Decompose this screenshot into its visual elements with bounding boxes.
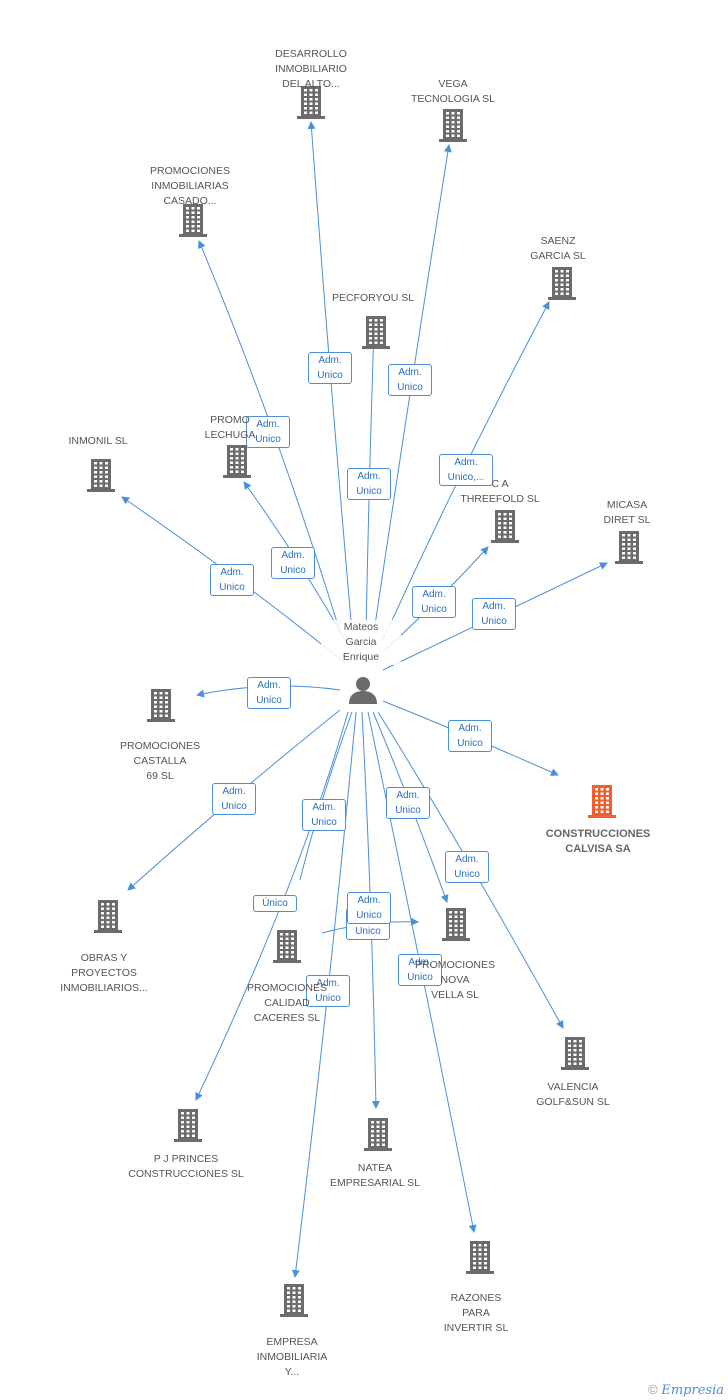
relation-badge-nova[interactable]: Adm. Unico: [386, 787, 430, 819]
building-icon: [548, 267, 576, 300]
building-icon: [87, 459, 115, 492]
company-node-vega[interactable]: [437, 107, 469, 148]
company-node-casado[interactable]: [177, 202, 209, 243]
relation-badge-calidad-nova[interactable]: Único: [253, 895, 297, 912]
building-icon: [147, 689, 175, 722]
relation-badge-calvisa[interactable]: Adm. Unico: [448, 720, 492, 752]
building-icon: [439, 109, 467, 142]
company-node-desarrollo[interactable]: [295, 84, 327, 125]
company-label-castalla[interactable]: PROMOCIONES CASTALLA 69 SL: [120, 740, 200, 782]
relation-badge-casado[interactable]: Adm. Unico: [246, 416, 290, 448]
company-label-saenz[interactable]: SAENZ GARCIA SL: [530, 235, 586, 262]
edge-princes: [195, 711, 349, 1101]
relation-badge-valencia[interactable]: Adm. Unico: [445, 851, 489, 883]
company-label-calvisa[interactable]: CONSTRUCCIONES CALVISA SA: [545, 828, 651, 855]
company-node-princes[interactable]: [172, 1107, 204, 1148]
company-label-vega[interactable]: VEGA TECNOLOGIA SL: [410, 78, 496, 105]
company-node-razones[interactable]: [464, 1239, 496, 1280]
person-icon[interactable]: [348, 676, 378, 704]
copyright-symbol: ©: [648, 1382, 658, 1397]
company-label-casado[interactable]: PROMOCIONES INMOBILIARIAS CASADO...: [150, 165, 230, 207]
relation-badge-micasa[interactable]: Adm. Unico: [472, 598, 516, 630]
relation-badge-pecforyou[interactable]: Adm. Unico: [347, 468, 391, 500]
empresia-logo[interactable]: Empresia: [661, 1383, 724, 1398]
company-label-lechuga[interactable]: PROMO LECHUGA: [204, 414, 256, 441]
building-icon: [442, 908, 470, 941]
company-label-princes[interactable]: P J PRINCES CONSTRUCCIONES SL: [128, 1153, 244, 1180]
building-icon: [561, 1037, 589, 1070]
relation-badge-empresa[interactable]: Adm. Unico: [306, 975, 350, 1007]
relation-badge-inmonil[interactable]: Adm. Unico: [210, 564, 254, 596]
relation-badge-castalla[interactable]: Adm. Unico: [247, 677, 291, 709]
edge-calidad: [299, 711, 353, 881]
company-label-micasa[interactable]: MICASA DIRET SL: [603, 499, 651, 526]
company-label-empresa[interactable]: EMPRESA INMOBILIARIA Y...: [256, 1336, 328, 1378]
footer-brand: © Empresia: [648, 1382, 724, 1398]
building-icon: [179, 204, 207, 237]
building-icon: [491, 510, 519, 543]
relation-badge-threefold[interactable]: Adm. Unico: [412, 586, 456, 618]
company-label-valencia[interactable]: VALENCIA GOLF&SUN SL: [536, 1081, 610, 1108]
company-label-threefold[interactable]: C A THREEFOLD SL: [460, 478, 540, 505]
building-icon: [273, 930, 301, 963]
company-label-inmonil[interactable]: INMONIL SL: [68, 435, 128, 447]
company-node-pecforyou[interactable]: [360, 314, 392, 355]
company-node-inmonil[interactable]: [85, 457, 117, 498]
company-label-desarrollo[interactable]: DESARROLLO INMOBILIARIO DEL ALTO...: [275, 48, 347, 90]
building-icon: [223, 445, 251, 478]
company-node-saenz[interactable]: [546, 265, 578, 306]
company-label-razones[interactable]: RAZONES PARA INVERTIR SL: [443, 1292, 509, 1334]
company-label-obras[interactable]: OBRAS Y PROYECTOS INMOBILIARIOS...: [60, 952, 148, 994]
building-icon: [280, 1284, 308, 1317]
company-label-natea[interactable]: NATEA EMPRESARIAL SL: [329, 1162, 421, 1189]
company-label-nova[interactable]: PROMOCIONES NOVA VELLA SL: [415, 959, 495, 1001]
building-icon: [362, 316, 390, 349]
company-node-micasa[interactable]: [613, 529, 645, 570]
building-icon: [94, 900, 122, 933]
company-node-valencia[interactable]: [559, 1035, 591, 1076]
company-node-obras[interactable]: [92, 898, 124, 939]
relation-badge-razones[interactable]: Adm. Unico: [398, 954, 442, 986]
company-node-nova[interactable]: [440, 906, 472, 947]
relation-badge-saenz[interactable]: Adm. Unico,...: [439, 454, 493, 486]
company-label-pecforyou[interactable]: PECFORYOU SL: [331, 292, 415, 304]
company-node-empresa[interactable]: [278, 1282, 310, 1323]
company-node-calvisa[interactable]: [586, 783, 618, 824]
company-node-threefold[interactable]: [489, 508, 521, 549]
company-node-natea[interactable]: [362, 1116, 394, 1157]
company-node-castalla[interactable]: [145, 687, 177, 728]
person-name-label[interactable]: Mateos Garcia Enrique: [321, 620, 401, 665]
main-building-icon: [588, 785, 616, 818]
company-node-calidad[interactable]: [271, 928, 303, 969]
building-icon: [466, 1241, 494, 1274]
relation-badge-vega[interactable]: Adm. Unico: [388, 364, 432, 396]
building-icon: [615, 531, 643, 564]
company-label-calidad[interactable]: PROMOCIONES CALIDAD CACERES SL: [247, 982, 327, 1024]
company-node-lechuga[interactable]: [221, 443, 253, 484]
building-icon: [174, 1109, 202, 1142]
relation-badge-lechuga[interactable]: Adm. Unico: [271, 547, 315, 579]
relation-badge-natea[interactable]: Adm. Unico: [347, 892, 391, 924]
building-icon: [364, 1118, 392, 1151]
relation-badge-obras[interactable]: Adm. Unico: [212, 783, 256, 815]
relation-badge-desarrollo[interactable]: Adm. Unico: [308, 352, 352, 384]
relation-badge-princes[interactable]: Adm. Unico: [302, 799, 346, 831]
building-icon: [297, 86, 325, 119]
